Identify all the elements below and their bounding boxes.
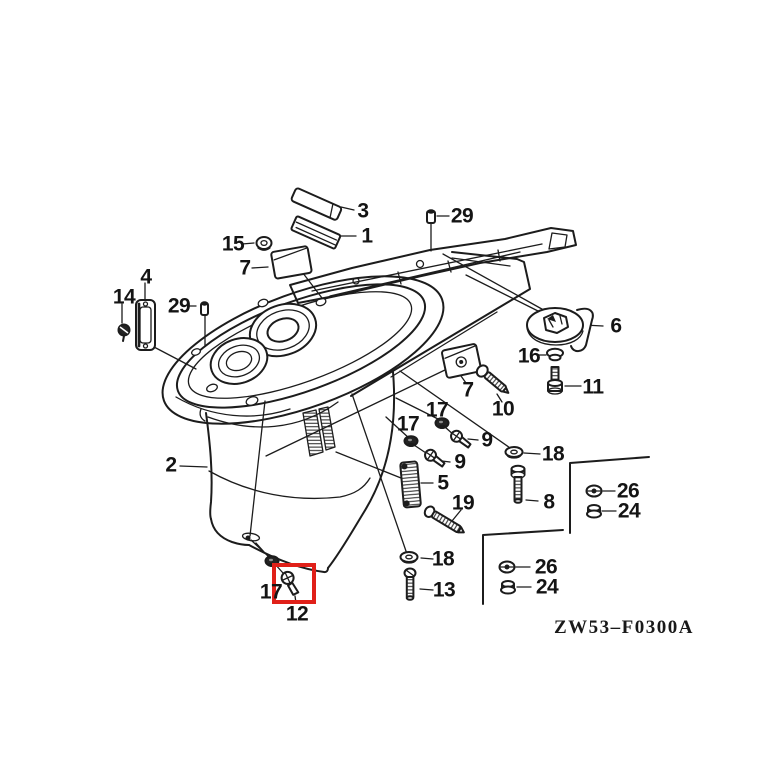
- part-label-19: 19: [451, 491, 475, 515]
- part-label-24-lower: 24: [535, 575, 559, 599]
- part-8-bolt-icon: [510, 464, 526, 504]
- part-label-26-lower: 26: [534, 555, 558, 579]
- part-26-nut-lower-icon: [498, 560, 516, 574]
- part-label-9-lower: 9: [454, 450, 466, 474]
- part-label-4: 4: [140, 265, 152, 289]
- driveshaft-arm: [289, 227, 577, 304]
- part-label-17-bottom: 17: [259, 580, 283, 604]
- part-label-7-right: 7: [462, 378, 474, 402]
- part-label-16: 16: [517, 344, 541, 368]
- part-label-11: 11: [582, 375, 604, 399]
- part-label-8: 8: [543, 490, 555, 514]
- part-label-2: 2: [165, 453, 177, 477]
- part-13-bolt-icon: [403, 567, 417, 601]
- part-label-5: 5: [437, 471, 449, 495]
- antiventilation-plate: [350, 251, 531, 397]
- part-9-screw-lower-icon: [424, 448, 446, 468]
- part-label-18-right: 18: [541, 442, 565, 466]
- part-label-13: 13: [432, 578, 456, 602]
- part-label-17-upper: 17: [425, 398, 449, 422]
- leader-lines: [121, 206, 617, 604]
- part-6-grommet-icon: [526, 307, 594, 353]
- part-label-14: 14: [112, 285, 136, 309]
- part-7-mount-block-right-icon: [441, 343, 482, 379]
- diagram-code: ZW53–F0300A: [554, 617, 694, 638]
- part-29-pin-left-icon: [200, 301, 209, 316]
- part-9-screw-upper-icon: [450, 429, 472, 449]
- part-3-seal-strip-icon: [290, 187, 343, 221]
- part-5-grate-icon: [399, 460, 422, 509]
- part-10-bolt-icon: [475, 364, 510, 394]
- part-label-29-left: 29: [167, 294, 191, 318]
- part-18-washer-right-icon: [504, 446, 524, 459]
- part-16-nut-icon: [546, 347, 564, 362]
- part-1-seal-channel-icon: [290, 215, 342, 250]
- gearcase-flange: [161, 275, 445, 428]
- part-label-18-bottom: 18: [431, 547, 455, 571]
- part-11-bolt-icon: [547, 366, 563, 395]
- part-14-screw-icon: [117, 323, 131, 342]
- part-label-15: 15: [221, 232, 245, 256]
- part-29-pin-right-icon: [426, 209, 436, 224]
- part-label-1: 1: [361, 224, 373, 248]
- part-26-nut-upper-icon: [585, 484, 603, 498]
- part-label-12: 12: [285, 602, 309, 626]
- continuation-bracket-lower: [482, 529, 564, 605]
- part-19-screw-icon: [423, 505, 465, 534]
- highlight-box-part-12: [272, 563, 316, 604]
- part-17-nut-mid-icon: [403, 435, 419, 447]
- gearcase-lower-body: [199, 371, 396, 574]
- part-24-capnut-upper-icon: [586, 504, 602, 519]
- part-label-17-mid: 17: [396, 412, 420, 436]
- part-7-mount-block-top-icon: [270, 245, 313, 280]
- part-24-capnut-lower-icon: [500, 580, 516, 595]
- part-label-29-right: 29: [450, 204, 474, 228]
- part-4-anode-icon: [135, 299, 156, 351]
- part-12-screw-highlighted-icon: [280, 570, 300, 596]
- part-label-6: 6: [610, 314, 622, 338]
- part-label-24-upper: 24: [617, 499, 641, 523]
- continuation-bracket-upper: [569, 456, 650, 534]
- part-18-washer-bottom-icon: [399, 551, 419, 564]
- part-label-9-upper: 9: [481, 428, 493, 452]
- part-label-26-upper: 26: [616, 479, 640, 503]
- gearcase-bores: [209, 302, 318, 385]
- part-label-3: 3: [357, 199, 369, 223]
- part-label-10: 10: [491, 397, 515, 421]
- part-label-7-top: 7: [239, 256, 251, 280]
- part-17-nut-upper-icon: [434, 417, 450, 429]
- part-15-nut-icon: [255, 236, 273, 251]
